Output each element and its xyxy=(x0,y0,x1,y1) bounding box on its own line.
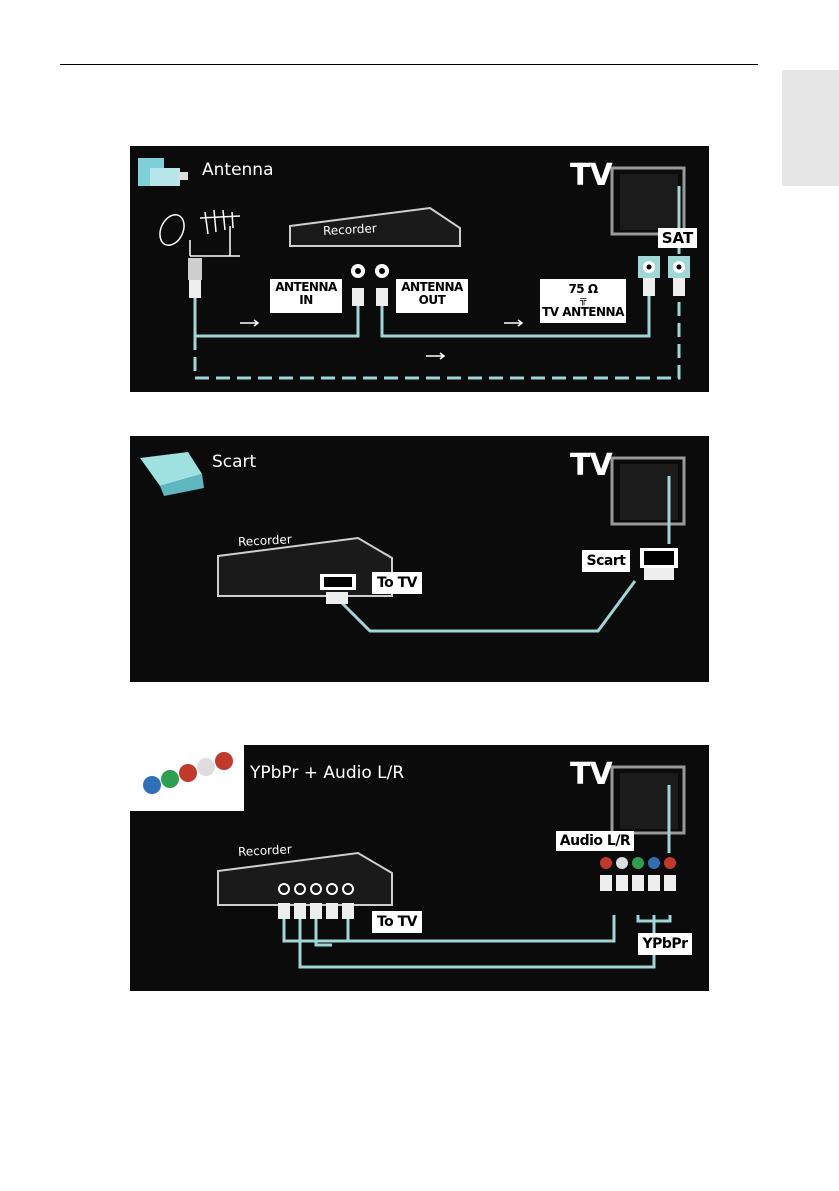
to-tv-label: To TV xyxy=(372,911,422,933)
panel-title: YPbPr + Audio L/R xyxy=(250,763,405,783)
scart-label: Scart xyxy=(582,550,630,572)
audio-lr-label: Audio L/R xyxy=(556,831,634,851)
side-tab xyxy=(782,70,839,186)
ypbpr-panel: YPbPr + Audio L/R TV Recorder To TV Audi… xyxy=(130,745,709,991)
dish-antenna-icon xyxy=(159,209,241,257)
antenna-plug-icon xyxy=(138,158,188,186)
tv-antenna-text: TV ANTENNA xyxy=(542,305,624,319)
ohm-label: 75 Ω xyxy=(568,282,598,296)
recorder-box xyxy=(217,851,393,906)
tv-label: TV xyxy=(570,757,613,792)
tv-icon xyxy=(610,456,686,526)
scart-plug-icon xyxy=(140,452,204,496)
antenna-out-label: ANTENNA OUT xyxy=(396,279,468,313)
tv-label: TV xyxy=(570,448,613,483)
tv-label: TV xyxy=(570,158,613,193)
panel-title: Scart xyxy=(212,452,257,472)
header-rule xyxy=(60,64,758,65)
antenna-in-label: ANTENNA IN xyxy=(270,279,342,313)
recorder-label: Recorder xyxy=(237,532,293,549)
scart-panel: Scart TV Recorder To TV Scart xyxy=(130,436,709,682)
sat-label: SAT xyxy=(658,228,697,248)
tv-icon xyxy=(610,765,686,835)
recorder-label: Recorder xyxy=(322,221,378,238)
antenna-cable xyxy=(193,186,681,380)
to-tv-label: To TV xyxy=(372,572,422,594)
antenna-symbol: ╦ xyxy=(580,295,586,306)
antenna-panel: Antenna TV Recorder ANTENNA IN ANTENNA O… xyxy=(130,146,709,392)
component-cables-icon xyxy=(130,745,244,811)
wall-socket xyxy=(188,258,202,280)
tv-antenna-label: 75 Ω ╦ TV ANTENNA xyxy=(540,279,626,323)
recorder-label: Recorder xyxy=(237,842,293,859)
panel-title: Antenna xyxy=(202,160,274,180)
ypbpr-label: YPbPr xyxy=(638,933,692,955)
recorder-box xyxy=(289,206,461,247)
scart-cable xyxy=(333,476,671,633)
tv-icon xyxy=(610,166,686,236)
